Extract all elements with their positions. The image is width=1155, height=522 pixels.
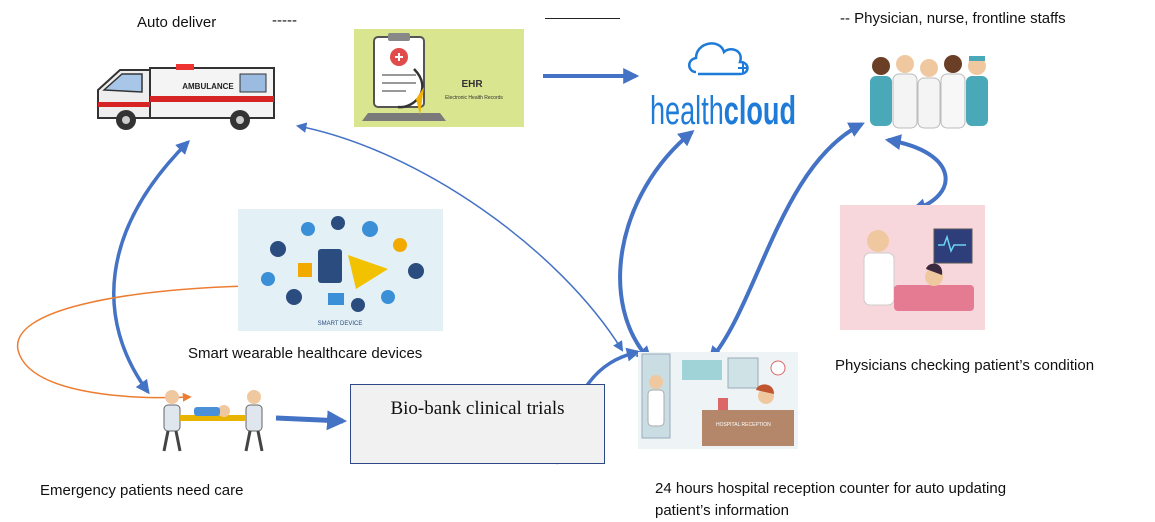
separator-line — [545, 18, 620, 19]
ehr-title: EHR — [461, 79, 483, 90]
smart-devices-image: SMART DEVICE — [238, 209, 443, 331]
label-physician-staff: -- Physician, nurse, frontline staffs — [840, 10, 1066, 27]
medical-staff-image — [865, 52, 1001, 132]
label-reception: 24 hours hospital reception counter for … — [655, 480, 1007, 519]
ambulance-image: AMBULANCE — [90, 62, 282, 134]
stretcher-image — [150, 387, 275, 455]
medical-staff-icon — [870, 55, 988, 129]
biobank-label: Bio-bank clinical trials — [390, 398, 565, 419]
reception-icon: HOSPITAL RECEPTION — [641, 353, 794, 446]
healthcloud-word-a: health — [650, 89, 724, 130]
ehr-subtitle: Electronic Health Records — [445, 95, 503, 101]
arrow-stretcher-biobank — [275, 410, 347, 431]
label-physicians-checking: Physicians checking patient’s condition — [835, 357, 1095, 374]
smart-devices-icon: SMART DEVICE — [261, 216, 424, 327]
ambulance-icon: AMBULANCE — [97, 64, 275, 130]
label-auto-dash: ----- — [272, 12, 297, 29]
healthcloud-image: healthcloud — [648, 24, 798, 130]
ambulance-text: AMBULANCE — [182, 82, 234, 91]
reception-sign: HOSPITAL RECEPTION — [716, 422, 771, 428]
reception-image: HOSPITAL RECEPTION — [638, 352, 798, 449]
stretcher-icon — [162, 390, 264, 452]
svg-text:healthcloud: healthcloud — [650, 89, 796, 130]
healthcloud-word-b: cloud — [724, 89, 796, 130]
healthcloud-logo: healthcloud — [650, 42, 796, 130]
ehr-image: EHR Electronic Health Records — [354, 29, 524, 127]
biobank-box: Bio-bank clinical trials — [350, 384, 605, 464]
arrow-staff-reception — [707, 122, 865, 363]
label-wearables: Smart wearable healthcare devices — [188, 345, 423, 362]
label-auto-deliver: Auto deliver — [137, 14, 217, 31]
label-emergency: Emergency patients need care — [40, 482, 244, 499]
ehr-icon: EHR Electronic Health Records — [362, 33, 503, 121]
arrow-staff-checkup — [884, 134, 948, 215]
patient-checkup-icon — [863, 228, 974, 311]
arrow-ambulance-reception — [295, 122, 624, 352]
patient-checkup-image — [840, 205, 985, 330]
arrow-cloud-reception — [618, 129, 695, 363]
arrow-devices-stretcher — [17, 285, 247, 402]
smart-device-caption: SMART DEVICE — [318, 321, 363, 327]
arrow-ambulance-stretcher — [112, 140, 190, 395]
